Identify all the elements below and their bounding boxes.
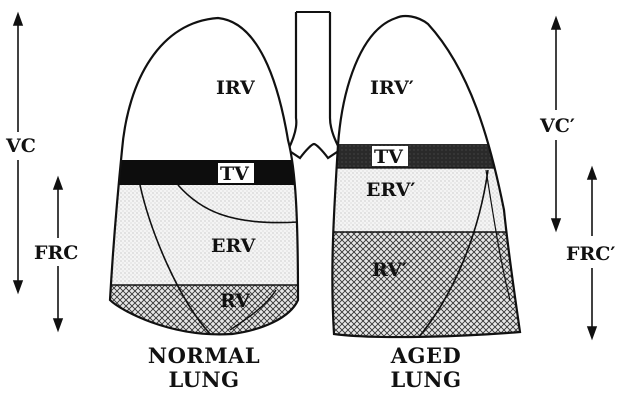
aged-lung-caption-line1: AGED [390, 343, 461, 368]
aged-lung-caption-line2: LUNG [390, 367, 461, 392]
normal-rv-region [100, 285, 310, 345]
aged-irv-label: IRV′ [370, 77, 414, 99]
normal-rv-label: RV [220, 290, 251, 312]
normal-tv-label: TV [220, 163, 250, 185]
normal-lung: IRV TV ERV RV [100, 10, 310, 345]
aged-erv-region [330, 168, 530, 232]
normal-irv-label: IRV [216, 77, 256, 99]
aged-lung: IRV′ TV ERV′ RV′ [330, 10, 530, 342]
aged-tv-label: TV [374, 146, 404, 168]
aged-tv-band [330, 144, 530, 168]
aged-frc-label: FRC′ [566, 243, 615, 265]
normal-tv-band [100, 160, 310, 185]
aged-erv-label: ERV′ [366, 179, 415, 201]
normal-frc-label: FRC [34, 242, 78, 264]
normal-vc-label: VC [5, 135, 36, 157]
normal-erv-region [100, 185, 310, 285]
normal-lung-caption-line1: NORMAL [148, 343, 260, 368]
aged-rv-region [330, 232, 530, 342]
normal-lung-caption-line2: LUNG [168, 367, 239, 392]
trachea [288, 12, 340, 158]
normal-erv-label: ERV [211, 235, 257, 257]
aged-vc-label: VC′ [539, 115, 575, 137]
aged-rv-label: RV′ [372, 259, 407, 281]
